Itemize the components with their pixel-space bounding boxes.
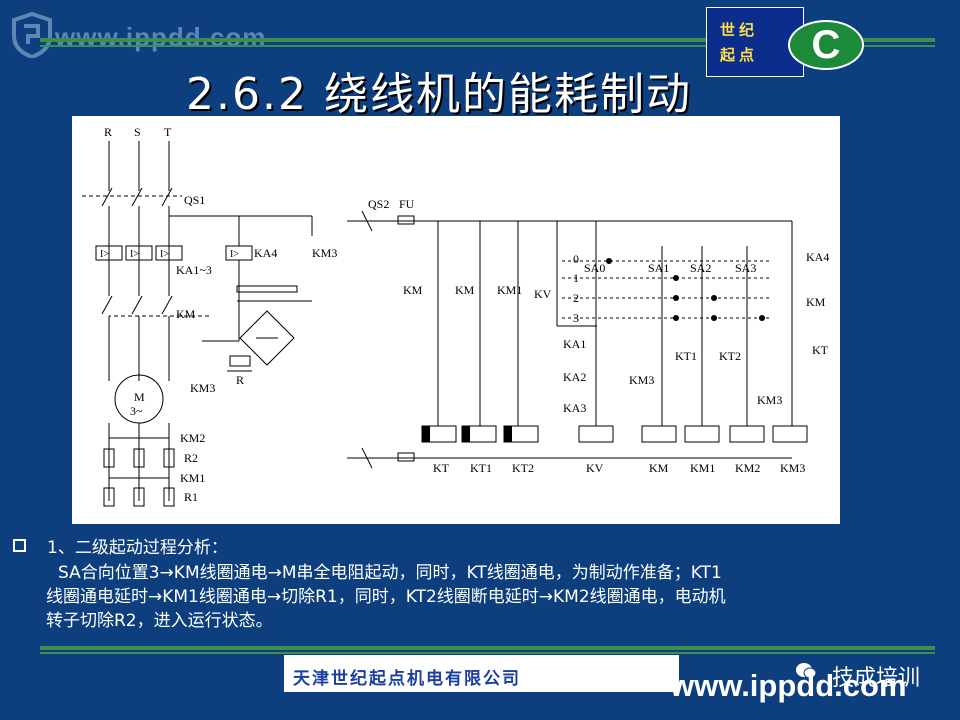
label-phase-r: R bbox=[104, 125, 112, 139]
label-relay-3: I> bbox=[160, 249, 169, 260]
label-relay-1: I> bbox=[100, 249, 109, 260]
coil-label-kt1: KT1 bbox=[470, 461, 492, 475]
coil-label-kv: KV bbox=[586, 461, 604, 475]
label-km3-main: KM3 bbox=[190, 381, 215, 395]
label-phase-s: S bbox=[134, 125, 141, 139]
watermark-url: www.ippdd.com bbox=[55, 22, 267, 52]
logo-c-badge: C bbox=[788, 20, 864, 70]
label-pos-0: 0 bbox=[573, 252, 579, 266]
label-ka2: KA2 bbox=[563, 370, 586, 384]
label-sa3: SA3 bbox=[735, 261, 756, 275]
label-kv-ctrl: KV bbox=[534, 287, 552, 301]
company-banner bbox=[284, 655, 679, 692]
label-pos-3: 3 bbox=[573, 311, 579, 325]
coil-markers bbox=[422, 258, 765, 442]
slide-title: 2.6.2 绕线机的能耗制动 bbox=[186, 69, 692, 120]
analysis-paragraph: SA合向位置3→KM线圈通电→M串全电阻起动，同时，KT线圈通电，为制动作准备；… bbox=[46, 561, 916, 633]
label-ka-range: KA1~3 bbox=[176, 263, 212, 277]
coil-label-km: KM bbox=[649, 461, 669, 475]
label-qs1: QS1 bbox=[184, 193, 205, 207]
coil-label-kt: KT bbox=[433, 461, 450, 475]
coil-label-km3: KM3 bbox=[780, 461, 805, 475]
wechat-label: 技成培训 bbox=[832, 666, 921, 691]
paragraph-line-1: SA合向位置3→KM线圈通电→M串全电阻起动，同时，KT线圈通电，为制动作准备；… bbox=[58, 563, 722, 583]
label-km3-ctrl: KM3 bbox=[629, 373, 654, 387]
label-km-ctrl2: KM bbox=[455, 283, 475, 297]
label-km-ctrl: KM bbox=[403, 283, 423, 297]
circuit-diagram: R S T QS1 I> I> I> I> KA4 KA1~3 KM3 KM K… bbox=[72, 116, 840, 524]
top-rule-thin bbox=[40, 45, 935, 47]
label-km3-ctrl2: KM3 bbox=[757, 393, 782, 407]
company-logo bbox=[706, 7, 804, 77]
section-title: 1、二级起动过程分析： bbox=[47, 538, 228, 558]
logo-text-line1: 世纪 bbox=[720, 21, 759, 39]
label-r2: R2 bbox=[184, 451, 198, 465]
label-r: R bbox=[236, 373, 244, 387]
label-kt1-ctrl: KT1 bbox=[675, 349, 697, 363]
shield-logo-icon bbox=[12, 12, 52, 58]
label-relay-4: I> bbox=[230, 249, 239, 260]
label-qs2: QS2 bbox=[368, 197, 389, 211]
label-ka1: KA1 bbox=[563, 337, 586, 351]
bottom-rule bbox=[40, 646, 935, 650]
label-km1-ctrl: KM1 bbox=[497, 283, 522, 297]
logo-text-line2: 起点 bbox=[720, 46, 759, 64]
label-km-ctrl3: KM bbox=[806, 295, 826, 309]
label-fu: FU bbox=[399, 197, 415, 211]
label-km2-main: KM2 bbox=[180, 431, 205, 445]
bottom-rule-thin bbox=[40, 652, 935, 654]
label-relay-2: I> bbox=[130, 249, 139, 260]
label-pos-1: 1 bbox=[573, 271, 579, 285]
paragraph-line-3: 转子切除R2，进入运行状态。 bbox=[46, 611, 273, 631]
label-ka3: KA3 bbox=[563, 401, 586, 415]
coil-label-kt2: KT2 bbox=[512, 461, 534, 475]
top-rule bbox=[40, 38, 935, 42]
label-ka4-main: KA4 bbox=[254, 246, 277, 260]
label-km-main: KM bbox=[176, 307, 196, 321]
label-pos-2: 2 bbox=[573, 291, 579, 305]
paragraph-line-2: 线圈通电延时→KM1线圈通电→切除R1，同时，KT2线圈断电延时→KM2线圈通电… bbox=[46, 587, 726, 607]
coil-label-km2: KM2 bbox=[735, 461, 760, 475]
label-km1-main: KM1 bbox=[180, 471, 205, 485]
label-kt-ctrl: KT bbox=[812, 343, 829, 357]
label-sa1: SA1 bbox=[648, 261, 669, 275]
label-ka4-ctrl: KA4 bbox=[806, 250, 829, 264]
label-motor-m: M bbox=[134, 390, 145, 404]
label-sa2: SA2 bbox=[690, 261, 711, 275]
label-motor-3: 3~ bbox=[130, 404, 143, 418]
label-phase-t: T bbox=[164, 125, 172, 139]
label-r1: R1 bbox=[184, 490, 198, 504]
label-km3-top: KM3 bbox=[312, 246, 337, 260]
wiring bbox=[82, 141, 808, 507]
bullet-icon bbox=[13, 539, 26, 552]
label-kt2-ctrl: KT2 bbox=[719, 349, 741, 363]
footer-url: www.ippdd.com bbox=[670, 668, 907, 703]
label-sa0: SA0 bbox=[584, 261, 605, 275]
company-name: 天津世纪起点机电有限公司 bbox=[293, 669, 521, 689]
wechat-icon bbox=[796, 663, 817, 679]
coil-label-km1: KM1 bbox=[690, 461, 715, 475]
